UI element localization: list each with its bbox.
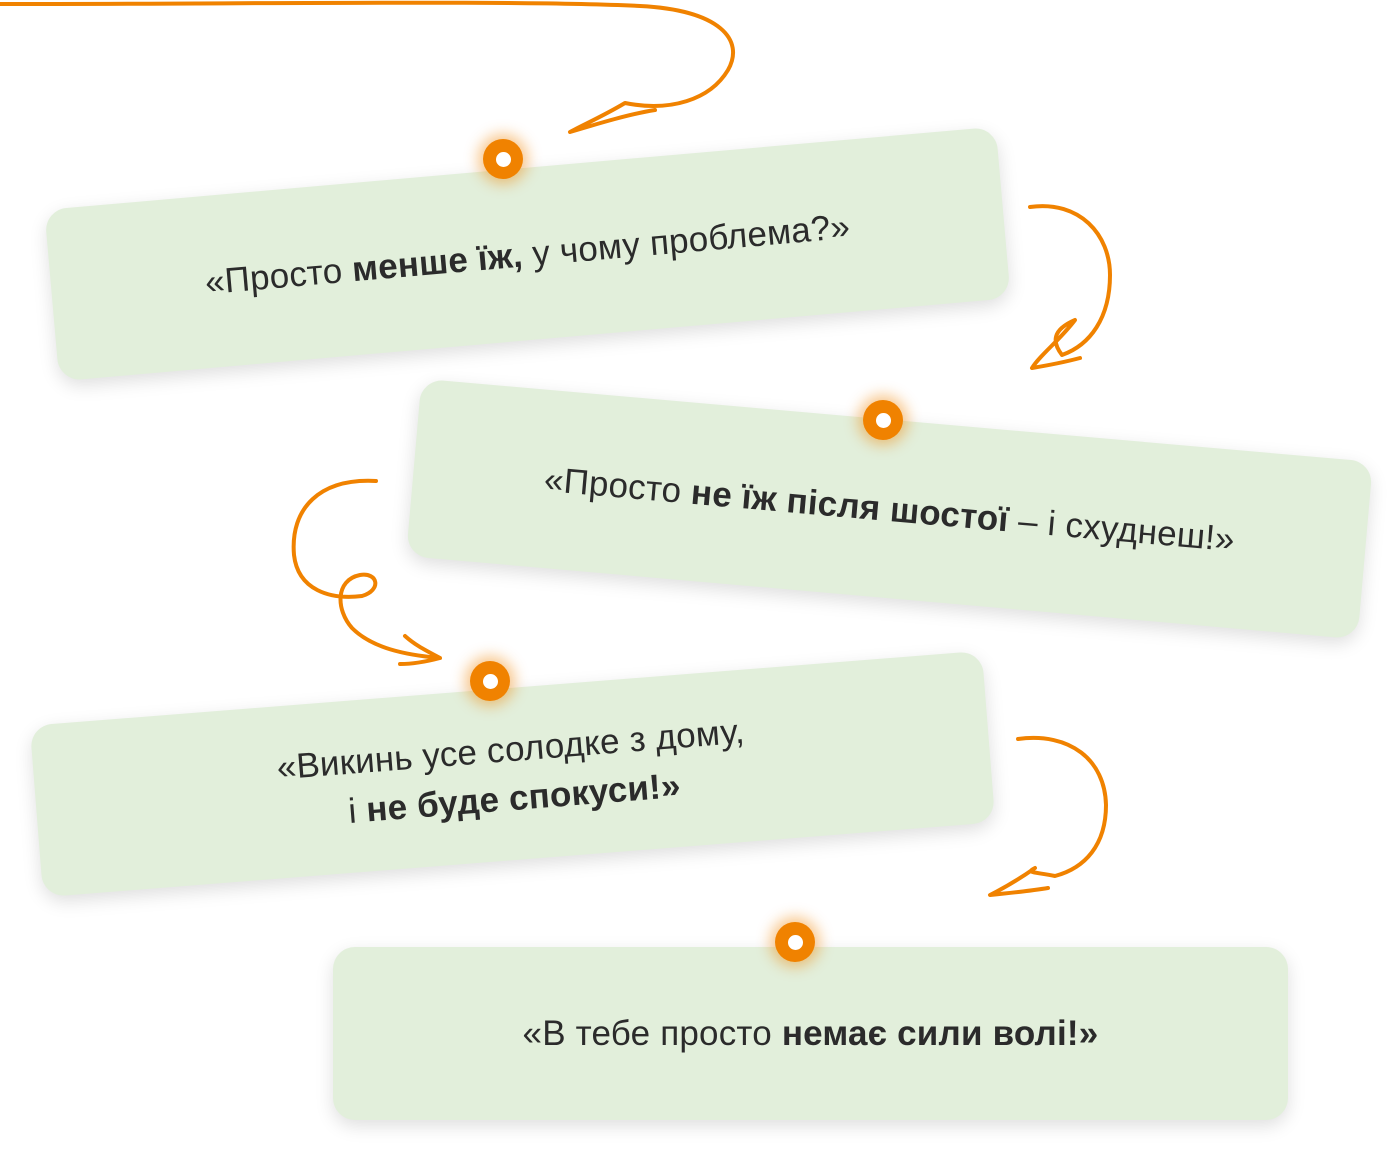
pin-icon-3 [470, 661, 510, 701]
quote-1-bold: менше їж, [350, 235, 525, 289]
arrow-2 [1028, 204, 1112, 370]
quote-1-pre: «Просто [203, 249, 354, 302]
quote-text-4: «В тебе просто немає сили волі!» [523, 1009, 1099, 1058]
quote-card-3: «Викинь усе солодке з дому, і не буде сп… [29, 650, 996, 898]
quote-1-post: у чому проблема?» [520, 206, 852, 274]
quote-4-bold: немає сили волі!» [781, 1014, 1099, 1053]
pin-icon-1 [483, 139, 523, 179]
quote-card-4: «В тебе просто немає сили волі!» [333, 947, 1288, 1120]
quote-card-1: «Просто менше їж, у чому проблема?» [44, 126, 1011, 382]
quote-2-post: – і схуднеш!» [1006, 499, 1237, 559]
quote-text-2: «Просто не їж після шостої – і схуднеш!» [542, 454, 1237, 563]
arrow-4 [988, 735, 1108, 897]
arrow-1 [0, 0, 735, 134]
quote-2-bold: не їж після шостої [689, 472, 1011, 539]
pin-icon-2 [863, 400, 903, 440]
quote-2-pre: «Просто [542, 459, 693, 512]
pin-icon-4 [775, 922, 815, 962]
quote-text-3: «Викинь усе солодке з дому, і не буде сп… [275, 707, 750, 841]
quote-4-pre: «В тебе просто [522, 1014, 782, 1053]
quote-text-1: «Просто менше їж, у чому проблема?» [203, 201, 852, 306]
